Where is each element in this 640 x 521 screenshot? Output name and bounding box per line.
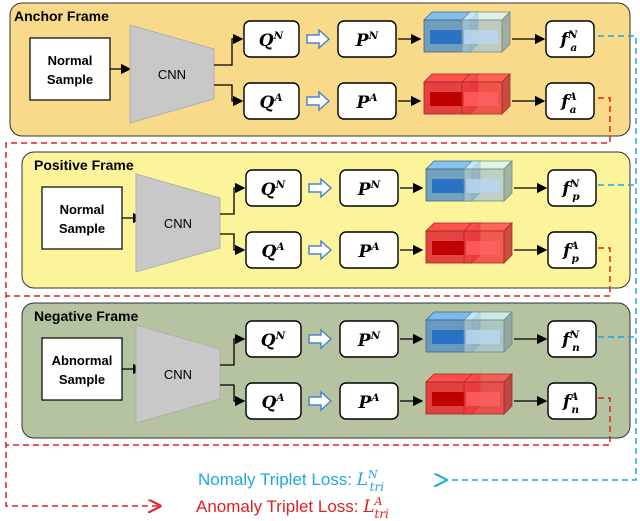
feature-bar-light [466,330,500,344]
f-box-anomaly [547,382,597,420]
frame-title: Negative Frame [34,308,138,324]
feature-bar [432,330,470,344]
feature-bar [430,30,468,44]
cnn-block [135,324,221,424]
anomaly-loss-branch-positive [6,247,611,297]
q-box-normal [245,169,302,207]
arrow-cnn-q-anomaly [220,384,246,407]
q-label-anomaly: QA [262,392,285,413]
q-label-anomaly: QA [260,92,283,113]
p-label-normal: PN [357,179,381,200]
anomaly-loss-connector [5,97,611,506]
f-box-normal [547,169,597,207]
q-label-anomaly: QA [262,241,285,262]
transform-arrow-normal [308,328,333,350]
q-box-anomaly [245,382,302,420]
f-box-normal [545,20,595,58]
p-box-anomaly [339,382,399,420]
transform-arrow-anomaly [306,90,331,112]
p-label-anomaly: PA [358,392,380,413]
q-box-anomaly [243,82,300,120]
sample-box [29,37,111,101]
cnn-label: CNN [158,67,186,82]
feature-bar [432,241,470,255]
p-label-normal: PN [355,30,379,51]
q-label-normal: QN [261,179,286,200]
cnn-block [129,24,215,124]
arrow-cnn-q-normal [220,333,246,366]
f-box-anomaly [545,82,595,120]
feature-block-anomaly [425,373,513,415]
sample-box [41,337,123,401]
cnn-label: CNN [164,367,192,382]
feature-bar-light [464,30,498,44]
frame-title: Anchor Frame [14,8,109,24]
p-label-anomaly: PA [356,92,378,113]
sample-label-line1: Abnormal [52,353,113,368]
feature-block-normal [425,311,513,353]
sample-label-line2: Sample [47,72,93,87]
q-label-normal: QN [261,330,286,351]
sample-label-line2: Sample [59,221,105,236]
feature-bar-light [466,179,500,193]
f-box-normal [547,320,597,358]
p-label-anomaly: PA [358,241,380,262]
transform-arrow-normal [308,177,333,199]
sample-label-line1: Normal [60,202,105,217]
arrow-cnn-q-normal [214,33,244,66]
arrow-cnn-q-normal [220,182,246,215]
normal-loss-connector [446,35,637,480]
arrow-cnn-q-anomaly [220,233,246,256]
q-box-normal [245,320,302,358]
transform-arrow-anomaly [308,390,333,412]
anomaly-loss-branch-negative [6,397,611,446]
arrow-cnn-q-anomaly [214,84,244,107]
p-box-normal [339,320,399,358]
feature-bar-light [464,92,498,106]
p-box-normal [339,169,399,207]
f-box-anomaly [547,231,597,269]
sample-box [41,186,123,250]
transform-arrow-normal [306,28,331,50]
sample-label-line2: Sample [59,372,105,387]
p-label-normal: PN [357,330,381,351]
feature-bar-light [466,241,500,255]
cnn-label: CNN [164,216,192,231]
feature-bar [432,392,470,406]
frame-title: Positive Frame [34,157,134,173]
p-box-anomaly [337,82,397,120]
q-label-normal: QN [259,30,284,51]
q-box-normal [243,20,300,58]
p-box-anomaly [339,231,399,269]
feature-block-normal [423,11,511,53]
cnn-block [135,173,221,273]
feature-bar [432,179,470,193]
feature-bar-light [466,392,500,406]
transform-arrow-anomaly [308,239,333,261]
feature-block-normal [425,160,513,202]
sample-label-line1: Normal [48,53,93,68]
q-box-anomaly [245,231,302,269]
feature-block-anomaly [423,73,511,115]
feature-block-anomaly [425,222,513,264]
p-box-normal [337,20,397,58]
feature-bar [430,92,468,106]
